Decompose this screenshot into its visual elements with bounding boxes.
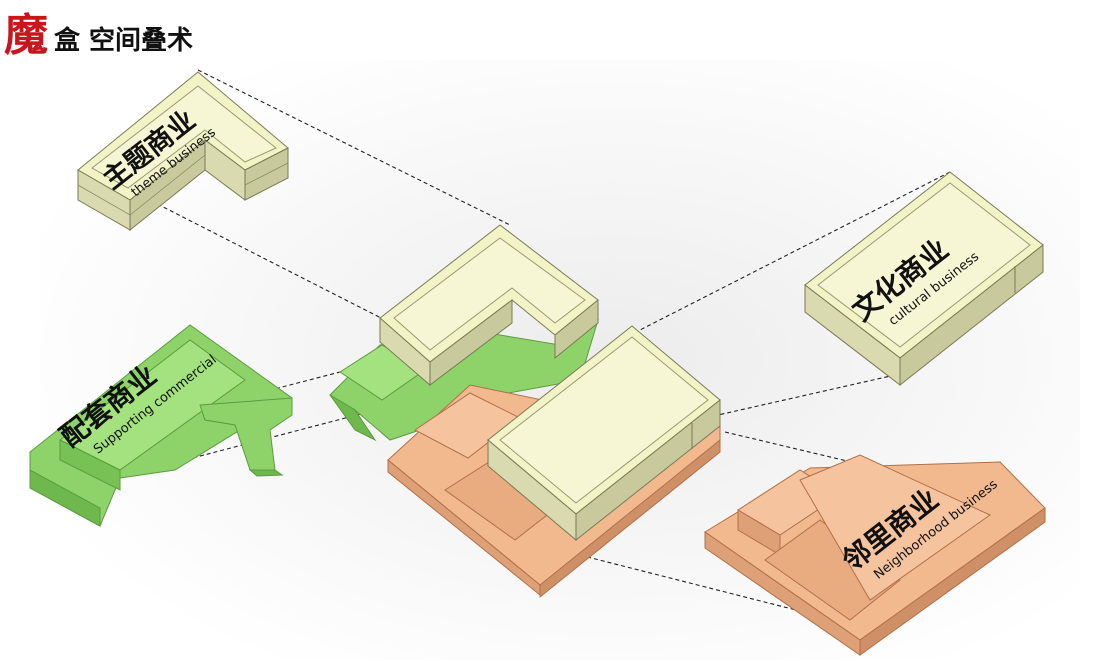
- projection-line: [639, 171, 951, 331]
- stack-cultural-side-right: [575, 398, 721, 542]
- green-upper-side: [59, 439, 121, 491]
- stack-cultural-inset: [499, 336, 709, 504]
- neighborhood-business-block: [704, 454, 1046, 656]
- green-base-side: [29, 469, 101, 527]
- page-header: 魔 盒 空间叠术: [4, 4, 193, 60]
- projection-line: [119, 184, 386, 321]
- green-wing-side: [248, 469, 284, 477]
- theme-business-block: [77, 71, 289, 232]
- stack-orange-side-right: [539, 438, 721, 599]
- orange-base-side-right: [859, 507, 1046, 656]
- stack-theme-side-right: [554, 298, 599, 360]
- stack-theme-inset: [393, 237, 586, 351]
- page-title: 盒 空间叠术: [54, 26, 194, 56]
- projection-line: [197, 69, 511, 226]
- brand-logo-char: 魔: [4, 10, 48, 61]
- projection-line: [77, 404, 396, 489]
- assembled-stack: [329, 224, 721, 599]
- stack-green-side: [329, 394, 377, 442]
- cultural-business-block: [804, 171, 1044, 387]
- cultural-top-inset: [817, 182, 1031, 348]
- orange-ramp: [764, 519, 901, 621]
- theme-top-inset: [91, 85, 277, 189]
- supporting-commercial-block: [29, 324, 293, 527]
- orange-upper: [799, 454, 991, 601]
- cultural-side-right: [899, 243, 1044, 387]
- projection-line: [717, 374, 896, 416]
- stack-theme-side-mid: [429, 298, 513, 387]
- theme-floor-lines: [77, 154, 289, 216]
